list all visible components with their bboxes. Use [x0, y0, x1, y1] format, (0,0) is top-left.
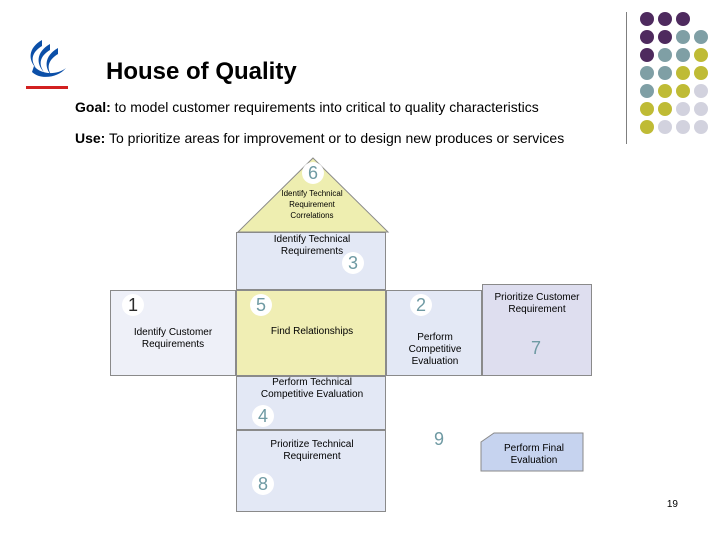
- prioritize-technical-box: [236, 430, 386, 512]
- use-line: Use: To prioritize areas for improvement…: [75, 130, 564, 146]
- vertical-divider: [626, 12, 627, 144]
- step-4-label: Perform Technical Competitive Evaluation: [260, 377, 364, 400]
- step-3-label: Identify Technical Requirements: [273, 234, 351, 257]
- goal-line: Goal: to model customer requirements int…: [75, 99, 539, 115]
- page-number: 19: [666, 499, 678, 510]
- step-1-label: Identify Customer Requirements: [133, 327, 213, 350]
- use-text: To prioritize areas for improvement or t…: [109, 130, 565, 146]
- step-5-number: 5: [250, 294, 272, 316]
- step-8-number: 8: [252, 473, 274, 495]
- logo: [22, 38, 70, 94]
- page-title: House of Quality: [106, 58, 297, 85]
- decorative-dot-grid: [636, 8, 716, 148]
- customer-requirements-box: [110, 290, 236, 376]
- competitive-evaluation-box: [386, 290, 482, 376]
- step-9-number: 9: [433, 429, 444, 449]
- prioritize-customer-box: [482, 284, 592, 376]
- step-2-label: Perform Competitive Evaluation: [408, 332, 462, 367]
- step-3-number: 3: [342, 252, 364, 274]
- final-evaluation-shape: [480, 432, 584, 472]
- step-9-label: Perform Final Evaluation: [503, 443, 564, 466]
- step-7-number: 7: [530, 338, 541, 358]
- goal-label: Goal:: [75, 99, 111, 115]
- step-5-label: Find Relationships: [270, 326, 354, 337]
- step-7-label: Prioritize Customer Requirement: [494, 292, 580, 315]
- step-2-number: 2: [410, 294, 432, 316]
- goal-text: to model customer requirements into crit…: [114, 99, 539, 115]
- step-6-number: 6: [302, 162, 324, 184]
- step-6-label: Identify Technical Requirement Correlati…: [281, 189, 343, 220]
- use-label: Use:: [75, 130, 106, 146]
- step-1-number: 1: [122, 294, 144, 316]
- step-4-number: 4: [252, 405, 274, 427]
- step-8-label: Prioritize Technical Requirement: [270, 439, 354, 462]
